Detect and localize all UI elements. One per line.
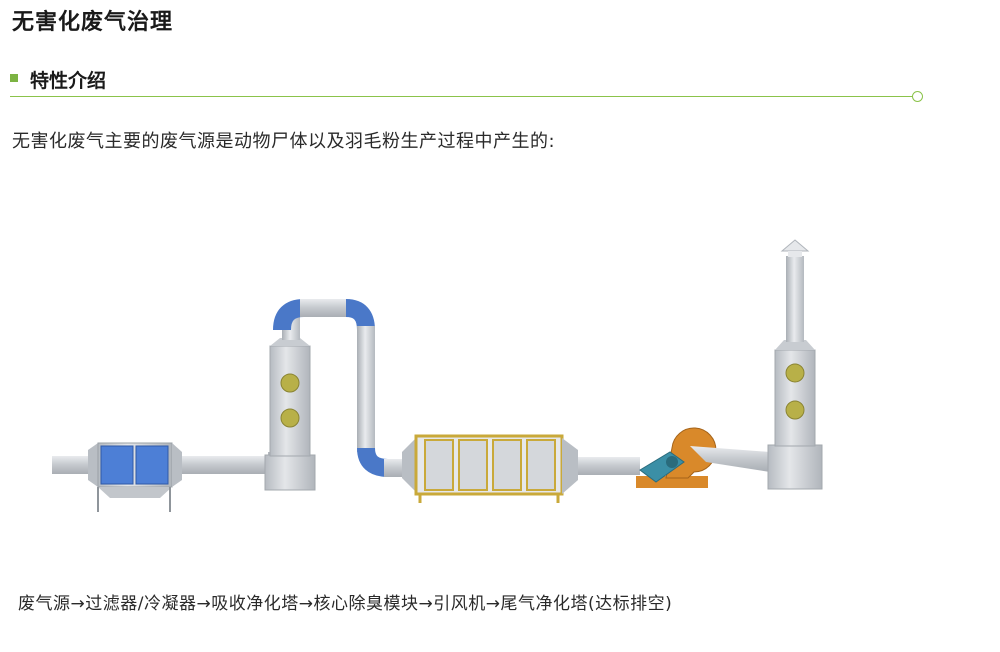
page-title: 无害化废气治理 (12, 10, 174, 35)
overhead-duct (273, 299, 404, 477)
section-header: 特性介绍 (10, 66, 925, 102)
pipe-segment-2 (578, 457, 640, 475)
deodorization-module (402, 434, 578, 503)
tower2-window-top (785, 363, 805, 383)
section-divider (10, 96, 913, 97)
inlet-pipe (52, 456, 92, 474)
tower1-window-bottom (280, 408, 300, 428)
intro-paragraph: 无害化废气主要的废气源是动物尸体以及羽毛粉生产过程中产生的: (12, 131, 556, 152)
exhaust-arrow-icon (780, 239, 810, 252)
divider-end-circle-icon (912, 91, 923, 102)
tower2-window-bottom (785, 400, 805, 420)
tower1-window-top (280, 373, 300, 393)
absorption-tower (264, 310, 316, 491)
process-flow-caption: 废气源→过滤器/冷凝器→吸收净化塔→核心除臭模块→引风机→尾气净化塔(达标排空) (18, 594, 673, 614)
filter-unit (88, 442, 182, 512)
induced-draft-fan (636, 427, 717, 488)
section-bullet-icon (10, 74, 18, 82)
pipe-segment-1 (182, 456, 268, 474)
exhaust-tower (767, 239, 823, 490)
fan-outlet-duct (690, 446, 770, 472)
section-label: 特性介绍 (30, 70, 107, 92)
